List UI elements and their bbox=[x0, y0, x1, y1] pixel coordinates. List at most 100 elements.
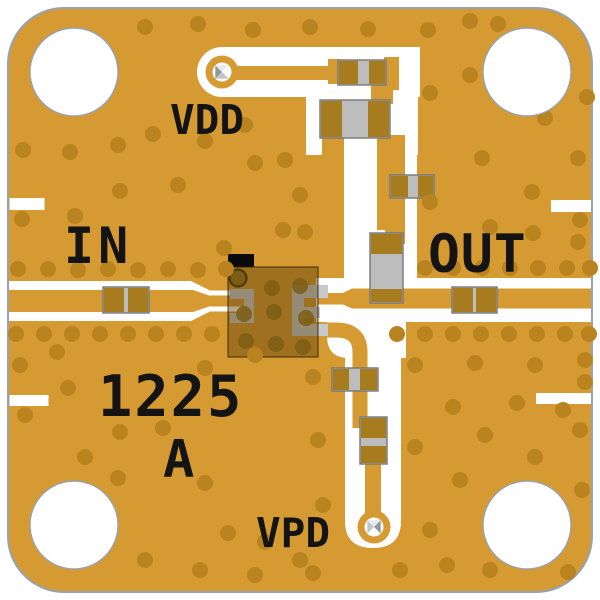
chip-via bbox=[264, 280, 280, 296]
via bbox=[422, 194, 438, 210]
via bbox=[417, 260, 433, 276]
component-vdd-filter-cap-large bbox=[319, 99, 391, 139]
bias-pad-upper bbox=[384, 57, 399, 90]
via bbox=[407, 439, 423, 455]
via bbox=[110, 470, 126, 486]
component-input-dc-block-cap bbox=[102, 286, 150, 314]
via bbox=[305, 369, 321, 385]
via bbox=[559, 260, 575, 276]
via bbox=[275, 222, 291, 238]
via bbox=[581, 326, 597, 342]
chip-ring-via bbox=[228, 268, 248, 288]
via bbox=[392, 562, 408, 578]
via bbox=[445, 399, 461, 415]
via bbox=[160, 261, 176, 277]
via bbox=[560, 564, 576, 580]
component-terminal bbox=[339, 61, 358, 84]
via bbox=[477, 427, 493, 443]
via bbox=[277, 152, 293, 168]
via bbox=[572, 422, 588, 438]
label-revision: A bbox=[163, 430, 194, 490]
via bbox=[15, 142, 31, 158]
component-terminal bbox=[361, 446, 386, 463]
via bbox=[247, 567, 263, 583]
via bbox=[130, 262, 146, 278]
via bbox=[292, 187, 308, 203]
via bbox=[36, 326, 52, 342]
via bbox=[148, 326, 164, 342]
component-terminal bbox=[360, 369, 377, 390]
chip-via bbox=[238, 333, 254, 349]
via bbox=[315, 497, 331, 513]
label-vpd: VPD bbox=[256, 509, 330, 557]
via bbox=[530, 260, 546, 276]
via-field bbox=[8, 13, 598, 583]
via bbox=[490, 16, 506, 32]
via bbox=[445, 326, 461, 342]
via bbox=[112, 424, 128, 440]
component-vpd-cap bbox=[359, 416, 388, 465]
component-terminal bbox=[368, 101, 389, 137]
via bbox=[439, 557, 455, 573]
component-terminal bbox=[321, 101, 342, 137]
component-terminal bbox=[369, 61, 385, 84]
via bbox=[473, 326, 489, 342]
component-terminal bbox=[371, 234, 402, 254]
via bbox=[482, 562, 498, 578]
vpd-pinwheel-icon bbox=[367, 520, 381, 534]
component-terminal bbox=[128, 288, 148, 312]
smd-components bbox=[102, 59, 498, 465]
vpd-trace-lower bbox=[365, 459, 381, 514]
mounting-hole-top-right bbox=[482, 27, 572, 117]
component-terminal bbox=[371, 289, 402, 302]
via bbox=[572, 212, 588, 228]
via bbox=[60, 380, 76, 396]
edge-slot-left-upper bbox=[9, 198, 45, 210]
via bbox=[474, 260, 490, 276]
silkscreen-labels: VDD IN OUT 1225 A VPD bbox=[64, 96, 527, 557]
via bbox=[10, 261, 26, 277]
via bbox=[467, 355, 483, 371]
via bbox=[527, 357, 543, 373]
label-out: OUT bbox=[428, 224, 527, 285]
chip-via bbox=[236, 306, 252, 322]
via bbox=[245, 22, 261, 38]
vpd-trace-curve bbox=[318, 322, 368, 428]
via bbox=[120, 326, 136, 342]
via bbox=[452, 472, 468, 488]
component-vpd-resistor bbox=[331, 367, 379, 392]
component-terminal bbox=[104, 288, 124, 312]
via bbox=[197, 475, 213, 491]
vpd-connector-pad bbox=[357, 510, 391, 544]
chip-via bbox=[268, 336, 284, 352]
via bbox=[389, 326, 405, 342]
via bbox=[501, 326, 517, 342]
via bbox=[574, 482, 590, 498]
via bbox=[310, 432, 326, 448]
via bbox=[582, 260, 598, 276]
via bbox=[204, 326, 220, 342]
component-terminal bbox=[391, 176, 408, 197]
via bbox=[40, 261, 56, 277]
via bbox=[137, 19, 153, 35]
via bbox=[100, 261, 116, 277]
via bbox=[509, 395, 525, 411]
via bbox=[305, 565, 321, 581]
via bbox=[176, 326, 192, 342]
via bbox=[220, 525, 236, 541]
via bbox=[197, 133, 213, 149]
vdd-trace-end-pad bbox=[328, 59, 340, 84]
via bbox=[555, 402, 571, 418]
via bbox=[247, 155, 263, 171]
via bbox=[14, 211, 30, 227]
chip-via bbox=[295, 339, 311, 355]
component-terminal bbox=[453, 288, 473, 312]
via bbox=[197, 360, 213, 376]
mounting-holes bbox=[29, 27, 572, 570]
via bbox=[577, 352, 593, 368]
bias-stub bbox=[371, 84, 393, 104]
via bbox=[482, 219, 498, 235]
label-in: IN bbox=[64, 217, 132, 275]
via bbox=[170, 177, 186, 193]
via bbox=[64, 326, 80, 342]
